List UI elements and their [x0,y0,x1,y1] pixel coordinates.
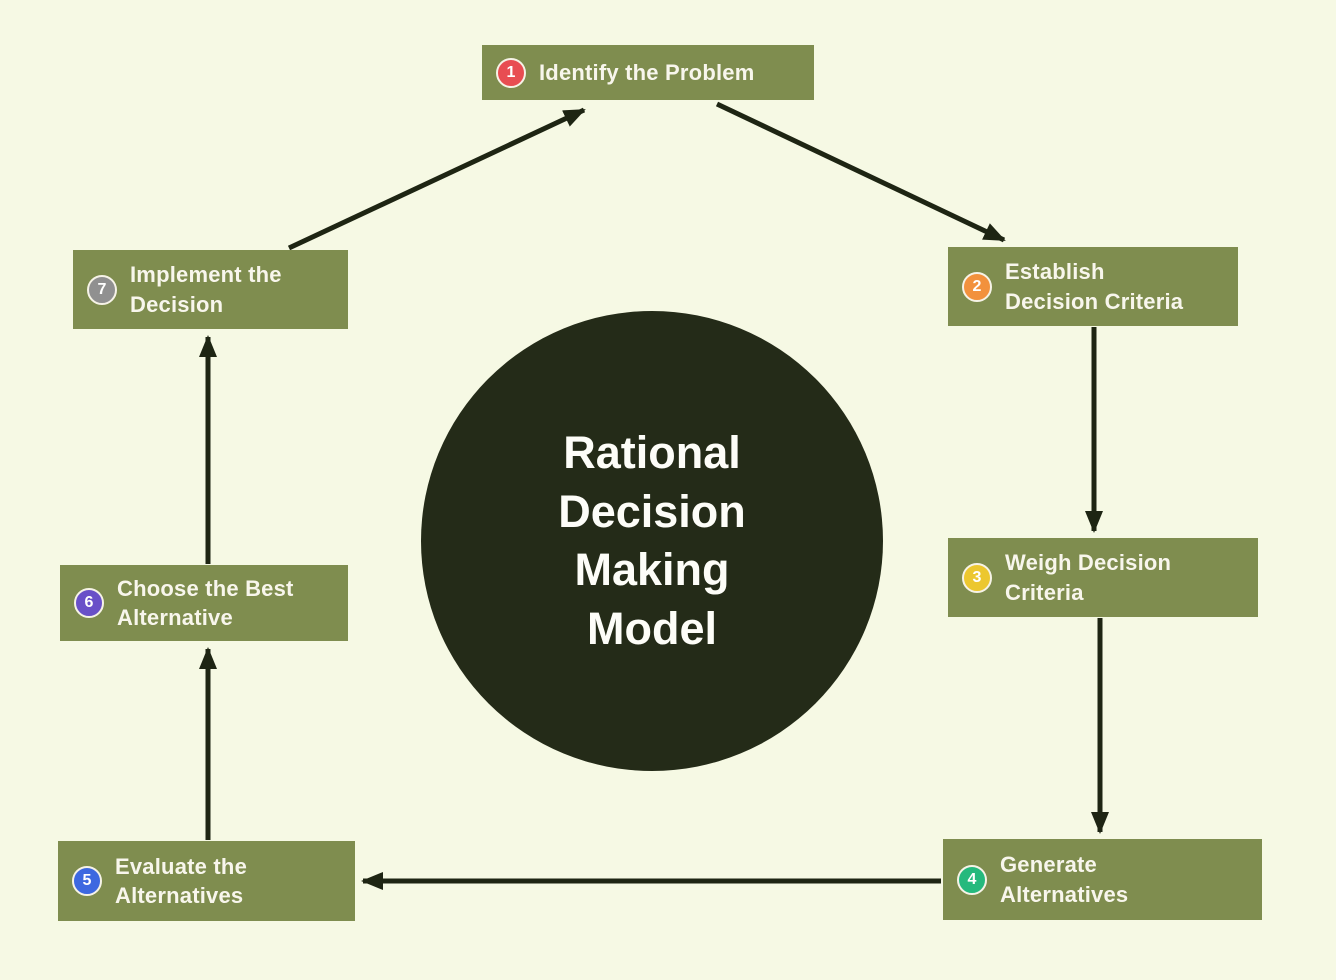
step-4-label: Generate Alternatives [1000,852,1129,907]
step-5-number-badge: 5 [72,866,102,896]
step-6-number-badge: 6 [74,588,104,618]
center-circle: Rational Decision Making Model [421,311,883,771]
diagram-title: Rational Decision Making Model [558,427,746,654]
step-box-implement-the-decision: 7 Implement the Decision [73,250,348,329]
step-4-number-badge: 4 [957,864,987,895]
step-6-label: Choose the Best Alternative [117,575,294,630]
step-box-choose-the-best-alternative: 6 Choose the Best Alternative [60,565,348,641]
step-2-label: Establish Decision Criteria [1005,259,1184,314]
step-box-weigh-decision-criteria: 3 Weigh Decision Criteria [948,538,1258,617]
step-box-generate-alternatives: 4 Generate Alternatives [943,839,1262,920]
arrow-step7-to-step1 [287,107,586,251]
step-1-number-badge: 1 [496,57,526,88]
step-box-establish-decision-criteria: 2 Establish Decision Criteria [948,247,1238,326]
step-5-label: Evaluate the Alternatives [115,853,248,908]
step-7-number-badge: 7 [87,274,117,305]
step-7-label: Implement the Decision [130,262,282,317]
step-box-evaluate-the-alternatives: 5 Evaluate the Alternatives [58,841,355,921]
arrow-step1-to-step2 [715,101,1006,243]
step-3-number-badge: 3 [962,562,992,593]
step-3-label: Weigh Decision Criteria [1005,550,1172,605]
step-1-label: Identify the Problem [539,59,755,85]
step-2-number-badge: 2 [962,271,992,302]
step-box-identify-the-problem: 1 Identify the Problem [482,45,814,100]
